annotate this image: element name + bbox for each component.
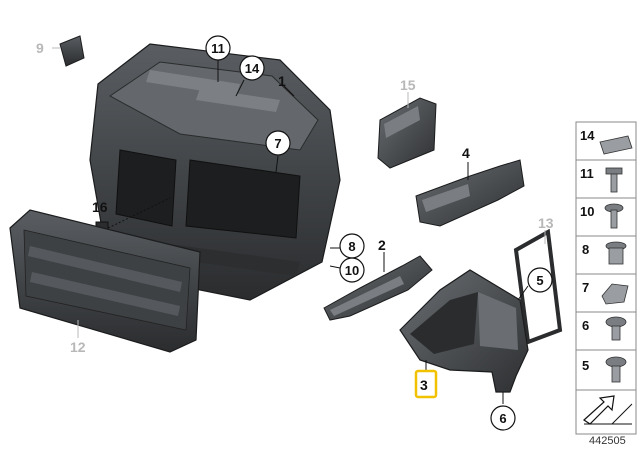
legend-panel: 14 11 10 8 7 6 xyxy=(575,121,637,435)
part-15-bracket xyxy=(377,92,437,169)
svg-text:14: 14 xyxy=(580,128,595,143)
svg-text:8: 8 xyxy=(348,239,355,254)
callout-14: 14 xyxy=(235,55,265,97)
svg-text:8: 8 xyxy=(582,242,589,257)
part-4-air-duct xyxy=(415,159,525,227)
part-label-15: 15 xyxy=(400,77,416,93)
legend-arrow-icon xyxy=(583,395,633,425)
callout-7: 7 xyxy=(265,130,291,173)
callout-11: 11 xyxy=(205,35,231,82)
svg-text:11: 11 xyxy=(211,41,225,56)
document-number: 442505 xyxy=(589,435,626,447)
svg-text:7: 7 xyxy=(274,136,281,151)
svg-text:6: 6 xyxy=(499,411,506,426)
legend-item-5: 5 xyxy=(582,356,627,383)
part-label-12: 12 xyxy=(70,339,86,355)
svg-text:14: 14 xyxy=(245,61,260,76)
part-2-air-duct xyxy=(323,252,433,321)
svg-text:11: 11 xyxy=(580,166,594,181)
part-12-air-guide xyxy=(9,209,201,353)
legend-item-14: 14 xyxy=(580,128,633,155)
part-label-3: 3 xyxy=(420,377,428,393)
svg-text:6: 6 xyxy=(582,318,589,333)
part-label-13: 13 xyxy=(538,215,554,231)
part-label-1: 1 xyxy=(278,73,286,89)
callout-5: 5 xyxy=(517,267,553,301)
highlight-frame-3 xyxy=(414,369,438,399)
legend-item-10: 10 xyxy=(580,203,624,229)
part-13-seal-frame xyxy=(513,228,563,345)
part-9-bracket xyxy=(52,35,85,67)
legend-item-7: 7 xyxy=(582,280,629,305)
svg-text:7: 7 xyxy=(582,280,589,295)
svg-text:10: 10 xyxy=(345,263,359,278)
legend-item-6: 6 xyxy=(582,316,627,341)
part-3-air-guide xyxy=(399,269,529,393)
part-label-4: 4 xyxy=(462,145,470,161)
part-label-2: 2 xyxy=(378,237,386,253)
svg-text:10: 10 xyxy=(580,204,594,219)
part-label-9: 9 xyxy=(36,40,44,56)
callout-6: 6 xyxy=(490,392,516,431)
callout-10: 10 xyxy=(329,257,365,283)
legend-item-11: 11 xyxy=(580,166,623,193)
callout-8: 8 xyxy=(330,233,365,259)
svg-text:5: 5 xyxy=(536,273,543,288)
part-label-16: 16 xyxy=(92,199,108,215)
svg-text:5: 5 xyxy=(582,358,589,373)
legend-item-8: 8 xyxy=(582,241,627,265)
